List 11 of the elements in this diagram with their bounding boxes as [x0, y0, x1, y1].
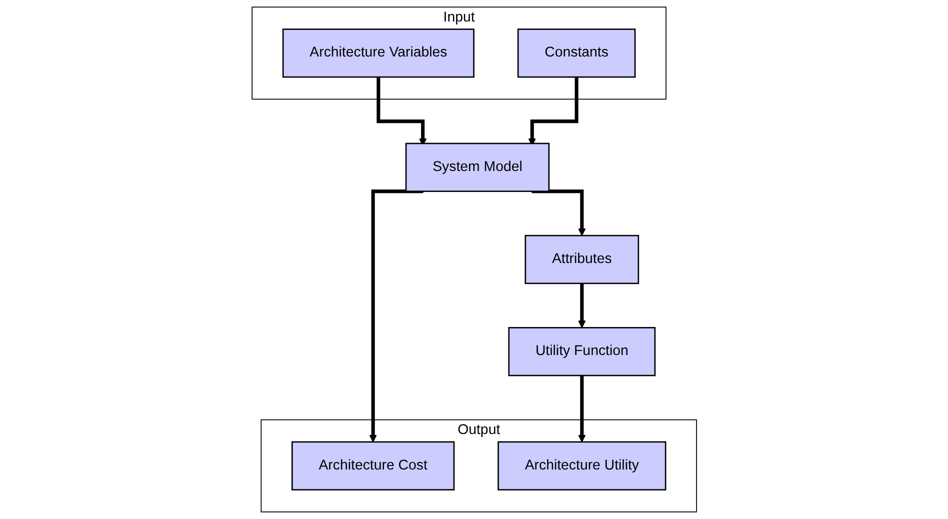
node-box: Architecture Cost: [291, 441, 454, 490]
node-box: Constants: [517, 28, 636, 78]
arrow: [368, 190, 423, 442]
node-box: System Model: [405, 142, 550, 192]
node-box: Architecture Variables: [282, 28, 474, 78]
node-box: Architecture Utility: [497, 441, 666, 490]
arrow: [578, 374, 586, 442]
arrow: [578, 282, 586, 328]
arrow: [531, 190, 586, 236]
node-box: Utility Function: [508, 327, 656, 376]
node-box: Attributes: [524, 234, 639, 284]
